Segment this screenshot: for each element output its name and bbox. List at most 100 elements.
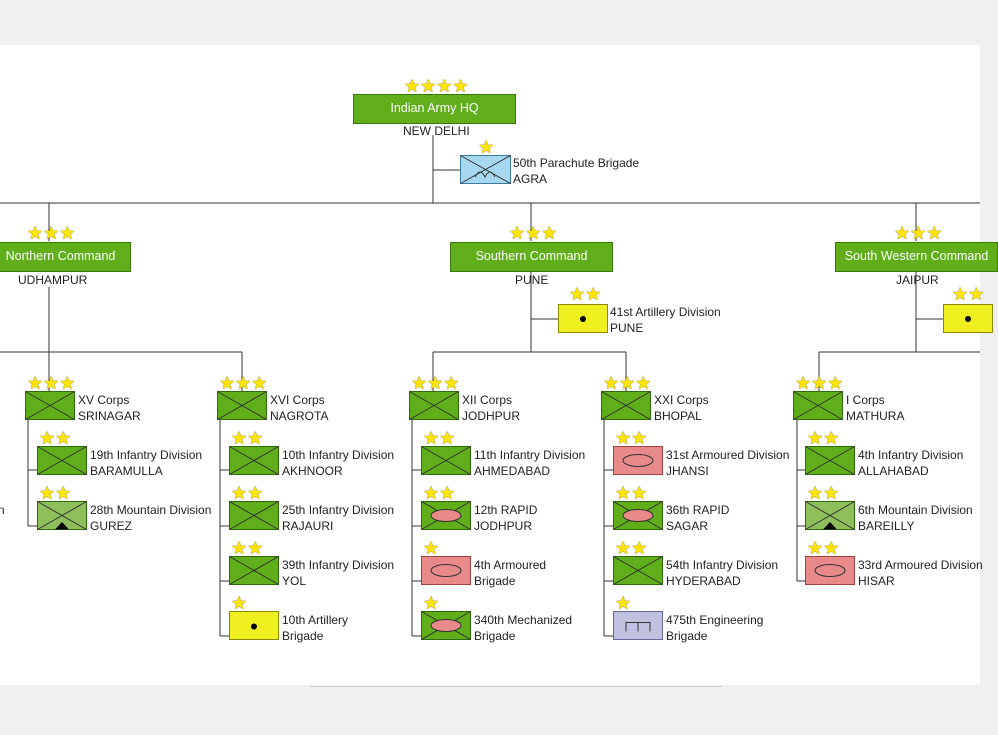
unit-city: Brigade — [474, 574, 516, 588]
star-icon: ★★ — [807, 538, 840, 558]
star-icon: ★★ — [569, 284, 602, 304]
hq-rank-stars: ★★★★ — [404, 77, 469, 95]
star-icon: ★ — [231, 593, 248, 613]
footer-divider — [310, 686, 723, 687]
unit-name: 39th Infantry Division — [282, 558, 395, 572]
command-city: PUNE — [515, 273, 549, 287]
parachute-symbol — [460, 155, 511, 184]
artillery-symbol — [943, 304, 993, 333]
star-icon: ★★ — [615, 483, 648, 503]
unit-name: XVI Corps — [270, 393, 325, 407]
unit-city: MATHURA — [846, 409, 905, 423]
mechanized-symbol — [421, 501, 471, 530]
infantry-symbol — [421, 446, 471, 475]
engineering-symbol — [613, 611, 663, 640]
command-city: JAIPUR — [896, 273, 939, 287]
artillery-symbol — [229, 611, 279, 640]
star-icon: ★★ — [231, 483, 264, 503]
rank-stars: ★★ — [231, 539, 263, 557]
rank-stars: ★★★ — [603, 373, 652, 393]
unit-name: 19th Infantry Division — [90, 448, 203, 462]
unit-name: 11th Infantry Division — [474, 448, 586, 462]
unit-name: 31st Armoured Division — [666, 448, 790, 462]
org-chart: ★★★★ Indian Army HQ NEW DELHI ★ 50th Par… — [0, 45, 998, 685]
star-icon: ★★★ — [219, 373, 268, 393]
command-rank-stars: ★★★ — [27, 224, 75, 242]
star-icon: ★★ — [615, 538, 648, 558]
connector-lines — [0, 135, 980, 637]
rank-stars: ★★ — [807, 538, 840, 558]
star-icon: ★ — [615, 593, 632, 613]
unit-name: XXI Corps — [654, 393, 709, 407]
rank-stars: ★★ — [807, 428, 840, 448]
star-icon: ★★★ — [411, 373, 460, 393]
para-label: 50th Parachute Brigade AGRA — [513, 155, 639, 187]
command-city: UDHAMPUR — [18, 273, 88, 287]
star-icon: ★★ — [423, 428, 456, 448]
southern-command-box: Southern Command — [450, 242, 613, 272]
unit-name: XV Corps — [78, 393, 130, 407]
infantry-symbol — [409, 391, 459, 420]
unit-city: JODHPUR — [462, 409, 521, 423]
northern-command-box: Northern Command — [0, 242, 131, 272]
infantry-symbol — [25, 391, 75, 420]
unit-city: Brigade — [666, 629, 708, 643]
unit-city: AGRA — [513, 172, 548, 186]
star-icon: ★★ — [39, 428, 72, 448]
infantry-symbol — [613, 556, 663, 585]
star-icon: ★★ — [952, 284, 985, 304]
star-icon: ★ — [423, 593, 440, 613]
unit-city: BARAMULLA — [90, 464, 163, 478]
unit-city: HISAR — [858, 574, 895, 588]
unit-name: 6th Mountain Division — [858, 503, 973, 517]
armoured-symbol — [805, 556, 855, 585]
hq-box: Indian Army HQ — [353, 94, 516, 124]
unit-name: 4th Infantry Division — [858, 448, 964, 462]
star-icon: ★★★ — [603, 373, 652, 393]
rank-stars: ★★★ — [27, 373, 76, 393]
star-icon: ★★ — [807, 428, 840, 448]
unit-city: Brigade — [474, 629, 516, 643]
star-icon: ★★ — [39, 483, 72, 503]
infantry-symbol — [37, 446, 87, 475]
infantry-symbol — [793, 391, 843, 420]
mountain-symbol — [37, 501, 87, 530]
unit-name: XII Corps — [462, 393, 513, 407]
hq-city: NEW DELHI — [403, 124, 470, 138]
unit-name: 50th Parachute Brigade — [513, 156, 640, 170]
infantry-symbol — [217, 391, 267, 420]
unit-city: BHOPAL — [654, 409, 702, 423]
rank-stars: ★★ — [39, 483, 72, 503]
unit-city: GUREZ — [90, 519, 132, 533]
mechanized-symbol — [613, 501, 663, 530]
unit-city: AHMEDABAD — [474, 464, 551, 478]
infantry-symbol — [229, 501, 279, 530]
rank-stars: ★ — [423, 593, 440, 613]
unit-city: AKHNOOR — [282, 464, 343, 478]
unit-name: 36th RAPID — [666, 503, 730, 517]
star-icon: ★★★ — [27, 373, 76, 393]
command-rank-stars: ★★★ — [894, 224, 942, 242]
division-rank-stars: ★★ — [952, 284, 985, 304]
infantry-symbol — [601, 391, 651, 420]
unit-city: BAREILLY — [858, 519, 915, 533]
star-icon: ★★ — [423, 483, 456, 503]
infantry-symbol — [229, 556, 279, 585]
rank-stars: ★★★ — [795, 374, 843, 392]
